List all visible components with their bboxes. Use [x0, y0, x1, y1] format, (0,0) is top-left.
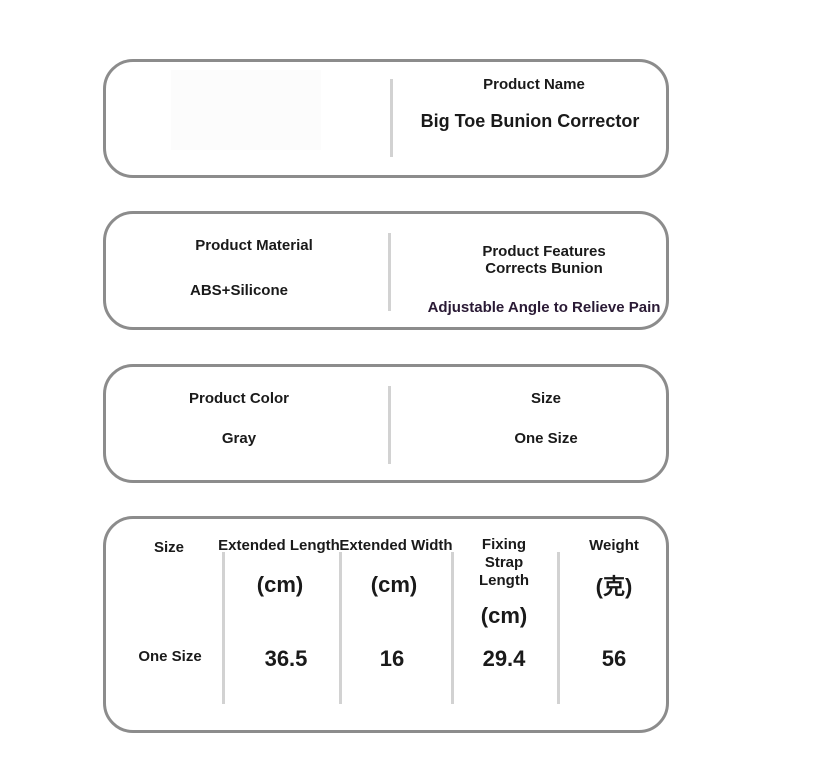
divider — [388, 386, 391, 464]
product-color-label: Product Color — [189, 390, 289, 407]
row-extended-length: 36.5 — [264, 646, 308, 671]
product-name-value: Big Toe Bunion Corrector — [420, 111, 640, 131]
unit-width: (cm) — [370, 572, 418, 597]
product-features-line1: Corrects Bunion — [485, 260, 603, 277]
product-name-label: Product Name — [483, 76, 585, 93]
row-extended-width: 16 — [379, 646, 405, 671]
column-divider — [557, 552, 560, 704]
product-features-line2: Adjustable Angle to Relieve Pain — [427, 299, 661, 316]
header-strap-line2: Strap — [484, 554, 524, 571]
header-strap-line3: Length — [479, 572, 529, 589]
product-color-value: Gray — [221, 430, 257, 447]
row-strap-length: 29.4 — [482, 646, 526, 671]
size-value: One Size — [514, 430, 578, 447]
product-material-value: ABS+Silicone — [190, 282, 288, 299]
header-strap-line1: Fixing — [481, 536, 527, 553]
header-weight: Weight — [589, 537, 639, 554]
divider — [390, 79, 393, 157]
row-weight: 56 — [601, 646, 627, 671]
column-divider — [339, 552, 342, 704]
product-image-placeholder — [171, 70, 321, 150]
unit-weight: (克) — [595, 574, 633, 599]
product-features-label: Product Features — [482, 243, 606, 260]
size-table-card: Size Extended Length Extended Width Fixi… — [103, 516, 669, 733]
unit-strap: (cm) — [480, 603, 528, 628]
divider — [388, 233, 391, 311]
header-extended-length: Extended Length — [218, 537, 340, 554]
size-label: Size — [530, 390, 561, 407]
column-divider — [451, 552, 454, 704]
product-material-label: Product Material — [195, 237, 313, 254]
column-divider — [222, 552, 225, 704]
product-material-card: Product Material ABS+Silicone Product Fe… — [103, 211, 669, 330]
product-name-card: Product Name Big Toe Bunion Corrector — [103, 59, 669, 178]
header-extended-width: Extended Width — [339, 537, 453, 554]
product-color-card: Product Color Gray Size One Size — [103, 364, 669, 483]
row-size: One Size — [138, 648, 202, 665]
header-size: Size — [153, 539, 184, 556]
unit-length: (cm) — [256, 572, 304, 597]
